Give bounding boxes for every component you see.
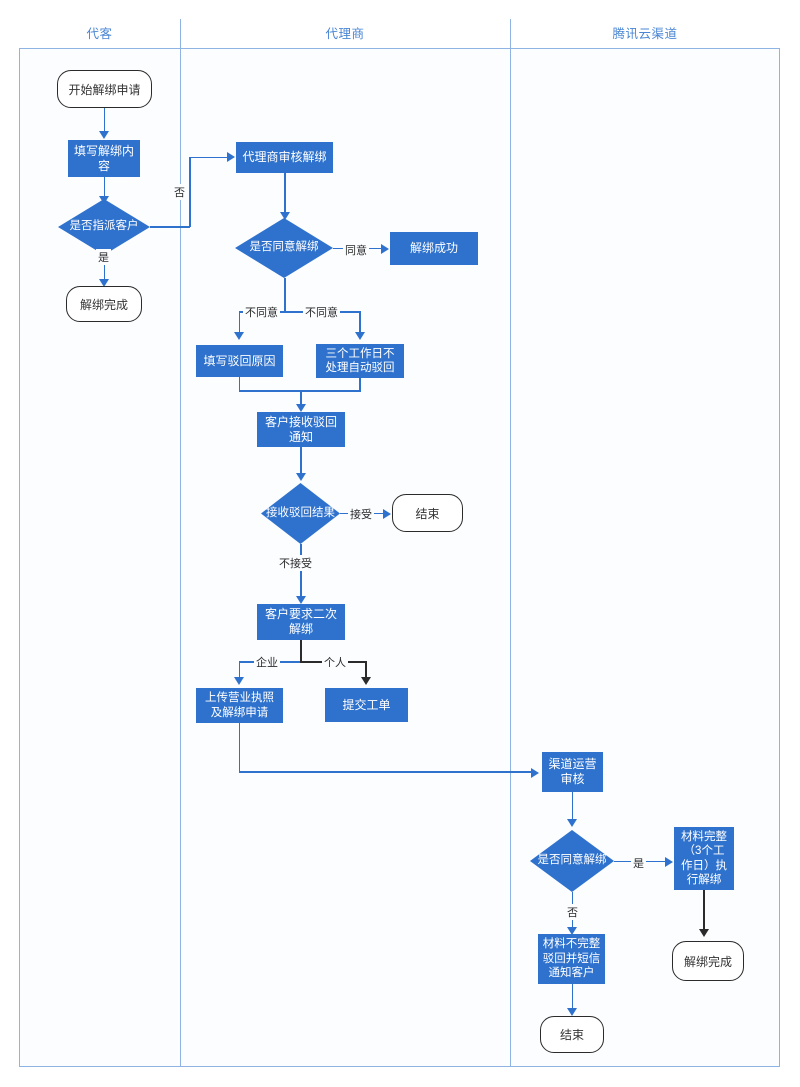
edge-label-disagree-right: 不同意 xyxy=(303,304,340,320)
edge-incomplete-to-end xyxy=(571,984,574,1011)
arrowhead-agree-yes xyxy=(381,243,389,254)
node-start-apply[interactable]: 开始解绑申请 xyxy=(57,70,152,108)
edge-reject-merge-left-v xyxy=(238,377,241,391)
arrowhead-upload-to-channel xyxy=(531,767,539,778)
edge-label-agree: 同意 xyxy=(343,242,369,258)
edge-label-channel-no: 否 xyxy=(565,904,580,920)
edge-agree-no-right-v xyxy=(359,311,361,334)
node-end-agent[interactable]: 结束 xyxy=(392,494,463,532)
node-upload-license[interactable]: 上传营业执照及解绑申请 xyxy=(196,688,283,723)
edge-second-stem xyxy=(300,640,302,662)
arrowhead-review-to-agree xyxy=(279,212,290,220)
edge-assign-yes xyxy=(103,255,106,282)
edge-reject-merge-stem xyxy=(300,390,302,406)
node-reject-result[interactable]: 接收驳回结果 xyxy=(261,483,340,544)
lane-divider-1 xyxy=(180,19,181,1067)
arrowhead-agree-no-right xyxy=(354,332,365,340)
node-auto-reject[interactable]: 三个工作日不处理自动驳回 xyxy=(316,344,404,378)
lane-divider-2 xyxy=(510,19,511,1067)
edge-assign-no-h1 xyxy=(150,226,190,228)
node-second-unbind[interactable]: 客户要求二次解绑 xyxy=(257,604,345,640)
arrowhead-receive-to-result xyxy=(295,473,306,481)
edge-assign-no-v xyxy=(189,157,191,227)
lane-title-tencent: 腾讯云渠道 xyxy=(612,27,678,41)
node-material-complete[interactable]: 材料完整（3个工作日）执行解绑 xyxy=(674,827,734,890)
arrowhead-assign-yes xyxy=(99,279,109,287)
arrowhead-enterprise xyxy=(234,677,244,685)
edge-assign-no-h2 xyxy=(189,156,227,159)
arrowhead-channel-to-decision xyxy=(567,819,577,827)
node-submit-ticket[interactable]: 提交工单 xyxy=(325,688,408,722)
arrowhead-assign-no xyxy=(227,152,235,162)
node-fill-reject-reason[interactable]: 填写驳回原因 xyxy=(196,345,283,377)
edge-label-yes-assign: 是 xyxy=(96,249,111,265)
edge-upload-to-channel-h xyxy=(238,771,533,773)
node-unbind-done-right[interactable]: 解绑完成 xyxy=(672,941,744,981)
edge-reject-merge-right-v xyxy=(359,378,361,391)
node-customer-receive-reject[interactable]: 客户接收驳回通知 xyxy=(257,412,345,447)
edge-label-disagree-left: 不同意 xyxy=(243,304,280,320)
edge-label-no-assign: 否 xyxy=(172,184,187,200)
edge-material-to-done xyxy=(703,890,705,932)
arrowhead-start-to-fill xyxy=(99,131,109,139)
edge-personal-v xyxy=(365,661,367,679)
arrowhead-material-to-done xyxy=(698,929,709,937)
edge-agree-no-left-v xyxy=(238,311,241,334)
edge-upload-to-channel-v xyxy=(238,723,241,772)
node-agent-review[interactable]: 代理商审核解绑 xyxy=(236,142,333,173)
edge-receive-to-result xyxy=(300,447,302,476)
lane-title-agent: 代理商 xyxy=(325,27,365,41)
node-channel-agree-label: 是否同意解绑 xyxy=(537,854,607,867)
edge-reject-merge-h xyxy=(238,390,361,392)
arrowhead-incomplete-to-end xyxy=(567,1008,577,1016)
node-unbind-success[interactable]: 解绑成功 xyxy=(390,232,478,265)
node-unbind-done-left[interactable]: 解绑完成 xyxy=(66,286,142,322)
edge-label-not-accept: 不接受 xyxy=(277,555,314,571)
node-reject-result-label: 接收驳回结果 xyxy=(266,506,335,519)
node-agree-unbind-label: 是否同意解绑 xyxy=(249,241,319,254)
edge-start-to-fill xyxy=(103,108,106,132)
edge-channel-to-decision xyxy=(571,792,574,822)
node-assign-customer[interactable]: 是否指派客户 xyxy=(58,199,150,255)
node-material-incomplete[interactable]: 材料不完整驳回并短信通知客户 xyxy=(538,934,605,984)
arrowhead-channel-no xyxy=(567,927,577,935)
node-channel-review[interactable]: 渠道运营审核 xyxy=(542,752,603,792)
node-assign-customer-label: 是否指派客户 xyxy=(69,220,139,233)
edge-agree-no-stem xyxy=(284,278,286,312)
edge-agree-no-split xyxy=(239,311,360,313)
swimlane-header-row xyxy=(19,19,780,49)
edge-label-accept: 接受 xyxy=(348,506,374,522)
edge-label-channel-yes: 是 xyxy=(631,855,646,871)
edge-review-to-agree xyxy=(284,173,286,215)
lane-title-customer: 代客 xyxy=(86,27,113,41)
arrowhead-channel-yes xyxy=(665,856,673,867)
edge-label-enterprise: 企业 xyxy=(254,654,280,670)
edge-not-accept xyxy=(300,544,302,598)
node-end-right[interactable]: 结束 xyxy=(540,1016,604,1053)
edge-label-personal: 个人 xyxy=(322,654,348,670)
node-channel-agree[interactable]: 是否同意解绑 xyxy=(530,830,614,892)
node-agree-unbind[interactable]: 是否同意解绑 xyxy=(235,218,333,278)
swimlane-frame xyxy=(19,19,780,1067)
arrowhead-reject-merge xyxy=(295,404,306,412)
arrowhead-personal xyxy=(360,677,371,685)
arrowhead-not-accept xyxy=(295,596,306,604)
arrowhead-agree-no-left xyxy=(234,332,244,340)
edge-enterprise-v xyxy=(238,661,241,679)
node-fill-unbind[interactable]: 填写解绑内容 xyxy=(68,140,140,177)
edge-fill-to-assign xyxy=(103,177,106,199)
arrowhead-accept xyxy=(383,508,391,519)
